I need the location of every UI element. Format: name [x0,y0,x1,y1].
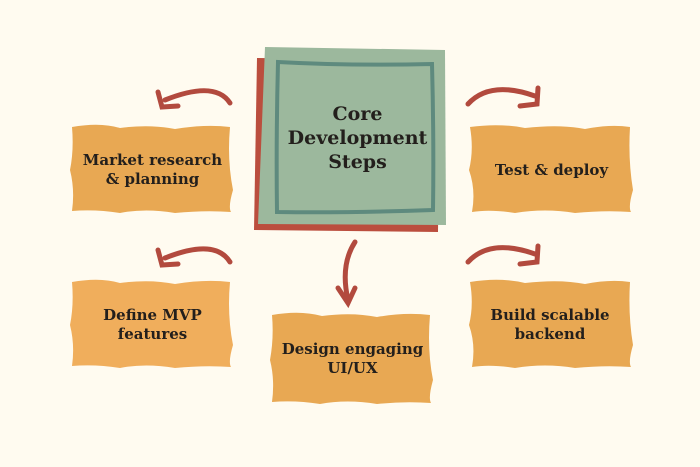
step-design-label: Design engaging UI/UX [281,340,424,377]
step-mvp-label: Define MVP features [103,306,202,343]
core-title: Core Development Steps [287,102,428,173]
step-box-test [469,125,633,213]
arrow-down-icon [335,239,358,309]
step-test-label: Test & deploy [494,160,609,179]
curved-arrow-left-icon [155,88,233,110]
step-backend-label: Build scalable backend [490,306,610,343]
step-box-backend [469,279,633,368]
step-box-mvp [70,279,233,368]
step-box-market [70,124,233,213]
core-box [258,47,446,225]
step-market-label: Market research & planning [82,151,223,188]
step-box-design [270,312,433,404]
core-inner-border [274,59,436,215]
curved-arrow-right-icon [465,85,541,109]
curved-arrow-left-icon [155,246,233,268]
curved-arrow-right-icon [465,243,541,267]
